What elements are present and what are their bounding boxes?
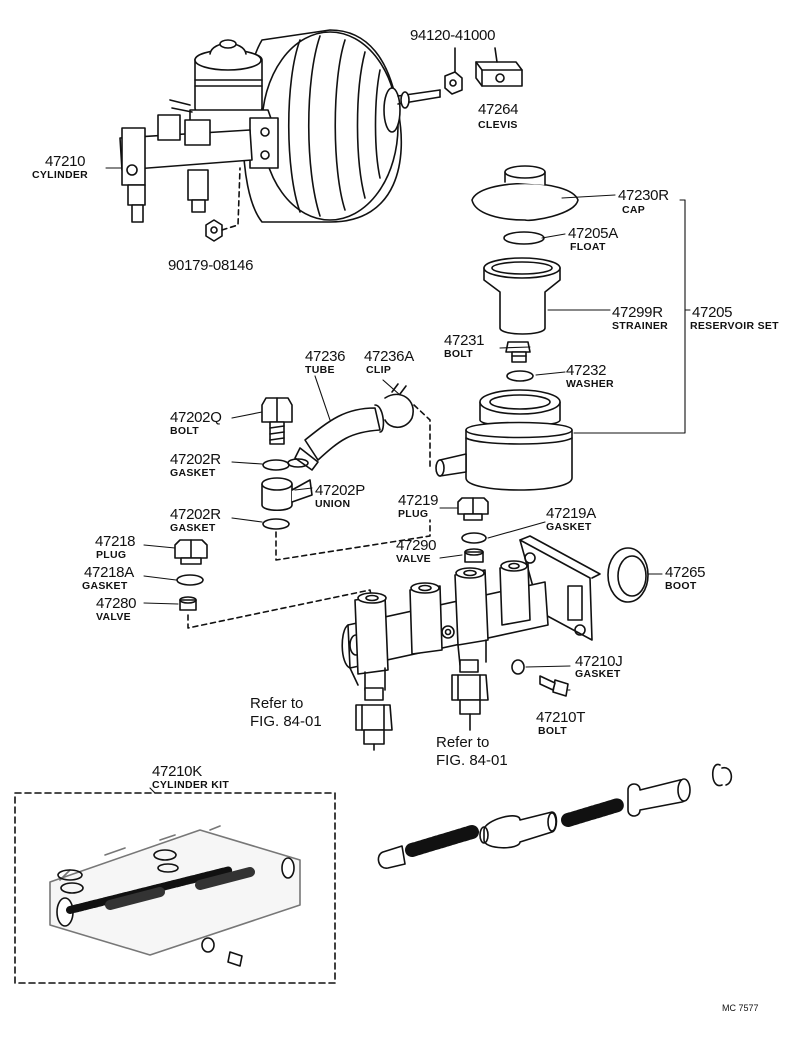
label-47236A: 47236A xyxy=(364,348,414,365)
gasket-small xyxy=(287,458,309,468)
tube-47236 xyxy=(294,404,385,471)
leader-union xyxy=(275,519,431,561)
gasket-47219A xyxy=(461,532,487,544)
label-47232: 47232 xyxy=(566,362,607,379)
switch-right xyxy=(451,659,489,731)
label-clip: CLIP xyxy=(366,364,392,376)
bolt-47202Q xyxy=(261,397,293,445)
label-cylinder: CYLINDER xyxy=(32,169,89,181)
label-gasket-47202R-lower: GASKET xyxy=(170,522,216,534)
clip-47236A xyxy=(384,383,431,471)
label-refer-left-2: FIG. 84-01 xyxy=(250,713,322,730)
label-tube: TUBE xyxy=(305,364,335,376)
plug-47218 xyxy=(174,539,208,565)
label-washer: WASHER xyxy=(566,378,614,390)
label-47290: 47290 xyxy=(396,537,437,554)
label-47202R-upper: 47202R xyxy=(170,451,221,468)
label-gasket-47219A: GASKET xyxy=(546,521,592,533)
label-refer-left-1: Refer to xyxy=(250,695,304,712)
label-reservoir-set: RESERVOIR SET xyxy=(690,320,779,332)
label-47210: 47210 xyxy=(45,153,86,170)
bolt-47210T xyxy=(539,675,569,697)
master-cylinder-body xyxy=(341,535,601,691)
label-47264: 47264 xyxy=(478,101,519,118)
label-union: UNION xyxy=(315,498,351,510)
label-valve-47290: VALVE xyxy=(396,553,431,565)
label-refer-right-2: FIG. 84-01 xyxy=(436,752,508,769)
nut-94120-41000 xyxy=(444,47,463,95)
label-94120-41000: 94120-41000 xyxy=(410,27,496,44)
label-47219: 47219 xyxy=(398,492,439,509)
valve-47280 xyxy=(179,596,197,611)
label-plug-47219: PLUG xyxy=(398,508,429,520)
label-gasket-47218A: GASKET xyxy=(82,580,128,592)
label-47205A: 47205A xyxy=(568,225,618,242)
label-47231: 47231 xyxy=(444,332,485,349)
label-47210K: 47210K xyxy=(152,763,202,780)
gasket-47210J xyxy=(511,659,525,675)
label-cap: CAP xyxy=(622,204,646,216)
label-47218: 47218 xyxy=(95,533,136,550)
label-47205: 47205 xyxy=(692,304,733,321)
label-strainer: STRAINER xyxy=(612,320,669,332)
drawing-code: MC 7577 xyxy=(722,1003,759,1013)
gasket-47202R-upper xyxy=(262,459,290,471)
reservoir-cap xyxy=(471,165,579,222)
switch-left xyxy=(355,687,393,751)
label-47265: 47265 xyxy=(665,564,706,581)
label-gasket-47202R-upper: GASKET xyxy=(170,467,216,479)
piston-assembly xyxy=(377,763,733,869)
upper-master-cylinder xyxy=(119,39,279,223)
label-plug-47218: PLUG xyxy=(96,549,127,561)
washer-47232 xyxy=(506,370,534,382)
clevis-47264 xyxy=(475,47,523,87)
valve-47290 xyxy=(464,548,484,563)
label-47210T: 47210T xyxy=(536,709,586,726)
label-47202P: 47202P xyxy=(315,482,365,499)
label-refer-right-1: Refer to xyxy=(436,734,490,751)
float-ring xyxy=(503,231,545,245)
strainer xyxy=(483,257,561,335)
bolt-47231 xyxy=(505,341,531,363)
label-gasket-47210J: GASKET xyxy=(575,668,621,680)
label-47280: 47280 xyxy=(96,595,137,612)
label-valve-47280: VALVE xyxy=(96,611,131,623)
label-bolt-47202Q: BOLT xyxy=(170,425,199,437)
label-bolt-47210T: BOLT xyxy=(538,725,567,737)
cylinder-kit-contents xyxy=(49,825,301,967)
label-47202R-lower: 47202R xyxy=(170,506,221,523)
label-clevis: CLEVIS xyxy=(478,119,518,131)
label-47202Q: 47202Q xyxy=(170,409,222,426)
cylinder-kit-box xyxy=(14,792,336,984)
brake-booster xyxy=(242,29,441,223)
label-47218A: 47218A xyxy=(84,564,134,581)
leader-lines xyxy=(105,167,691,794)
label-cylinder-kit: CYLINDER KIT xyxy=(152,779,230,791)
gasket-47218A xyxy=(176,574,204,586)
label-boot: BOOT xyxy=(665,580,697,592)
label-47210J: 47210J xyxy=(575,653,623,670)
label-47230R: 47230R xyxy=(618,187,669,204)
label-47299R: 47299R xyxy=(612,304,663,321)
union-47202P xyxy=(261,477,313,512)
leader-valve xyxy=(187,589,373,629)
nut-90179-08146 xyxy=(205,167,241,242)
label-47219A: 47219A xyxy=(546,505,596,522)
boot-47265 xyxy=(607,547,649,603)
gasket-47202R-lower xyxy=(262,518,290,530)
label-90179-08146: 90179-08146 xyxy=(168,257,254,274)
reservoir-tank xyxy=(435,389,573,491)
label-float: FLOAT xyxy=(570,241,606,253)
label-bolt-47231: BOLT xyxy=(444,348,473,360)
plug-47219 xyxy=(457,497,489,521)
label-47236: 47236 xyxy=(305,348,346,365)
